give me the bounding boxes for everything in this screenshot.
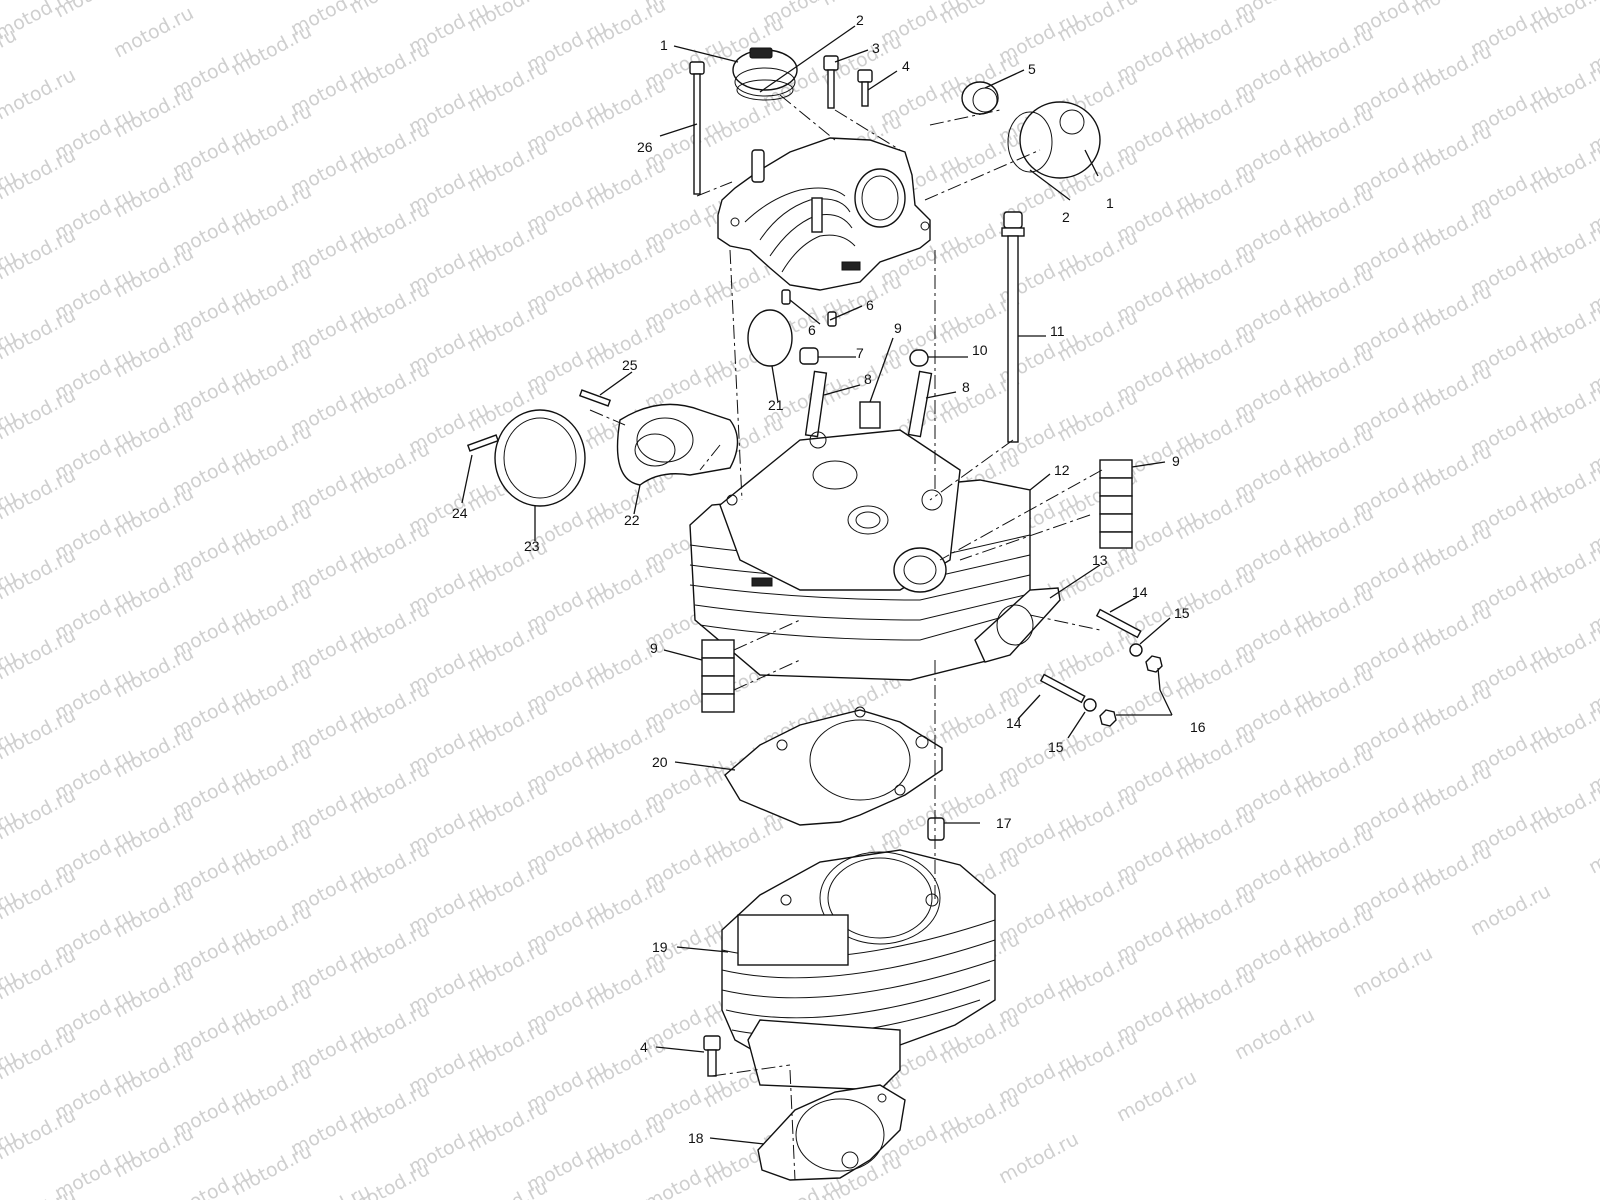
callout-1b: 1 xyxy=(1106,195,1114,211)
watermark-text: motod.ru xyxy=(0,1104,79,1164)
cylinder-bolt-4 xyxy=(703,1035,721,1077)
watermark-text: motod.ru xyxy=(0,464,79,524)
watermark-text: motod.ru xyxy=(1054,0,1141,46)
plug-21 xyxy=(747,309,793,367)
watermark-text: motod.ru xyxy=(110,2,197,62)
watermark-text: motod.ru xyxy=(0,864,79,924)
callout-8a: 8 xyxy=(864,371,872,387)
callout-15b: 15 xyxy=(1048,739,1064,755)
watermark-text: motod.ru xyxy=(1349,942,1436,1002)
watermark-text: motod.ru xyxy=(1408,0,1495,20)
watermark-text: motod.ru xyxy=(0,704,79,764)
callout-12: 12 xyxy=(1054,462,1070,478)
watermark-text: motod.ru xyxy=(1290,0,1377,2)
callout-3: 3 xyxy=(872,40,880,56)
chain-guide-blocks xyxy=(701,459,1133,713)
dowel-17 xyxy=(927,817,945,841)
watermark-text: motod.ru xyxy=(346,0,433,18)
watermark-text: motod.ru xyxy=(1231,1004,1318,1064)
callout-25: 25 xyxy=(622,357,638,373)
exhaust-studs xyxy=(1039,608,1163,727)
watermark-text: motod.ru xyxy=(0,144,79,204)
valve-cap-side xyxy=(961,81,1101,179)
callout-21: 21 xyxy=(768,397,784,413)
callout-18: 18 xyxy=(688,1130,704,1146)
callout-15a: 15 xyxy=(1174,605,1190,621)
callout-20: 20 xyxy=(652,754,668,770)
long-bolt-26 xyxy=(689,61,705,195)
watermark-text: motod.ru xyxy=(0,544,79,604)
watermark-text: motod.ru xyxy=(464,1176,551,1200)
exhaust-gasket-13 xyxy=(974,587,1061,663)
callout-2b: 2 xyxy=(1062,209,1070,225)
callout-labels: 1 2 3 4 5 1 2 26 6 6 9 11 7 10 8 8 21 25… xyxy=(452,12,1206,1146)
cylinder-head xyxy=(689,429,1031,681)
watermark-text: motod.ru xyxy=(0,1024,79,1084)
callout-26: 26 xyxy=(637,139,653,155)
watermark-text: motod.ru xyxy=(0,1184,79,1200)
intake-manifold xyxy=(466,389,739,507)
watermark-text: motod.ru xyxy=(582,0,669,54)
watermark-text: motod.ru xyxy=(0,64,79,124)
watermark-text: motod.ru xyxy=(0,0,20,4)
callout-6a: 6 xyxy=(866,297,874,313)
callout-9b: 9 xyxy=(1172,453,1180,469)
watermark-text: motod.ru xyxy=(1585,818,1600,878)
callout-9c: 9 xyxy=(650,640,658,656)
callout-9a: 9 xyxy=(894,320,902,336)
callout-8b: 8 xyxy=(962,379,970,395)
cylinder-block-19 xyxy=(721,849,996,1091)
callout-22: 22 xyxy=(624,512,640,528)
callout-7: 7 xyxy=(856,345,864,361)
watermark-text: motod.ru xyxy=(0,304,79,364)
callout-2a: 2 xyxy=(856,12,864,28)
watermark-text: motod.ru xyxy=(936,0,1023,28)
callout-19: 19 xyxy=(652,939,668,955)
valve-cap-top xyxy=(732,47,798,101)
watermark-text: motod.ru xyxy=(0,384,79,444)
callout-4a: 4 xyxy=(902,58,910,74)
callout-4b: 4 xyxy=(640,1039,648,1055)
watermark-text: motod.ru xyxy=(0,784,79,844)
watermark-text: motod.ru xyxy=(1467,880,1554,940)
callout-24: 24 xyxy=(452,505,468,521)
cover-bolts xyxy=(823,55,873,109)
callout-14b: 14 xyxy=(1006,715,1022,731)
callout-13: 13 xyxy=(1092,552,1108,568)
callout-14a: 14 xyxy=(1132,584,1148,600)
callout-23: 23 xyxy=(524,538,540,554)
callout-16: 16 xyxy=(1190,719,1206,735)
callout-1a: 1 xyxy=(660,37,668,53)
watermark-text: motod.ru xyxy=(0,944,79,1004)
watermark-text: motod.ru xyxy=(995,1128,1082,1188)
watermark-text: motod.ru xyxy=(818,0,905,10)
rocker-guides xyxy=(799,347,933,438)
watermark-text: motod.ru xyxy=(346,1158,433,1200)
base-gasket-18 xyxy=(757,1084,906,1181)
callout-6b: 6 xyxy=(808,322,816,338)
callout-10: 10 xyxy=(972,342,988,358)
watermark-text: motod.ru xyxy=(0,624,79,684)
long-bolt-11 xyxy=(1001,211,1025,443)
head-gasket-20 xyxy=(724,706,943,826)
assembly-lines xyxy=(589,94,1103,1181)
watermark-text: motod.ru xyxy=(0,224,79,284)
leader-lines xyxy=(461,25,1173,1145)
callout-17: 17 xyxy=(996,815,1012,831)
watermark-text: motod.ru xyxy=(51,0,138,22)
valve-cover xyxy=(717,137,931,327)
callout-11: 11 xyxy=(1050,323,1065,339)
callout-5: 5 xyxy=(1028,61,1036,77)
watermark-text: motod.ru xyxy=(1113,1066,1200,1126)
